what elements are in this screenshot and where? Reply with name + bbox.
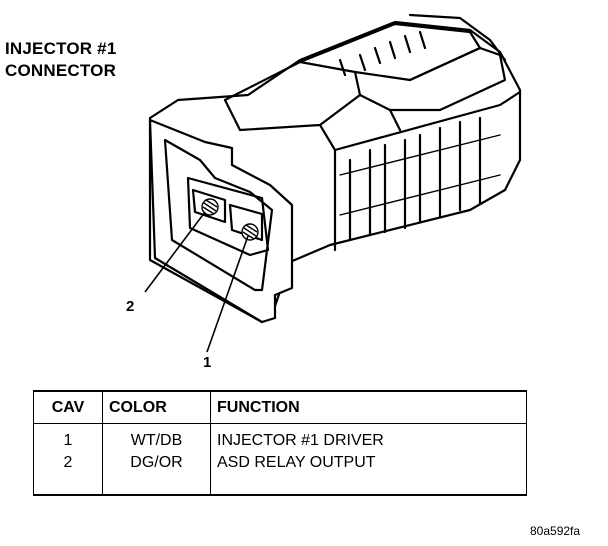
table-row: 1 2 WT/DB DG/OR INJECTOR #1 DRIVER ASD R…	[33, 423, 527, 496]
leader-line-1	[206, 235, 249, 353]
terminal-1	[241, 223, 259, 241]
color-cell: WT/DB DG/OR	[102, 423, 211, 496]
header-function: FUNCTION	[210, 390, 527, 424]
connector-illustration	[144, 13, 522, 353]
terminal-2	[201, 198, 219, 216]
title-line-1: INJECTOR #1	[5, 39, 117, 58]
connector-side-panel	[318, 90, 522, 252]
diagram-title: INJECTOR #1 CONNECTOR	[5, 38, 116, 82]
cav-cell: 1 2	[33, 423, 103, 496]
pinout-table: CAV COLOR FUNCTION 1 2 WT/DB DG/OR INJEC…	[33, 390, 527, 496]
table-header-row: CAV COLOR FUNCTION	[33, 390, 527, 424]
cavity-housing	[186, 176, 270, 257]
function-cell: INJECTOR #1 DRIVER ASD RELAY OUTPUT	[210, 423, 527, 496]
leader-line-2	[144, 211, 206, 293]
cav-value: 2	[63, 454, 73, 471]
callout-pin-2: 2	[126, 298, 135, 315]
header-color: COLOR	[102, 390, 211, 424]
title-line-2: CONNECTOR	[5, 61, 117, 80]
function-value: ASD RELAY OUTPUT	[217, 454, 376, 471]
color-value: DG/OR	[130, 454, 183, 471]
callout-pin-1: 1	[203, 354, 212, 371]
cav-value: 1	[63, 432, 73, 449]
color-value: WT/DB	[130, 432, 183, 449]
function-value: INJECTOR #1 DRIVER	[217, 432, 384, 449]
header-cav: CAV	[33, 390, 103, 424]
figure-id: 80a592fa	[530, 524, 581, 538]
